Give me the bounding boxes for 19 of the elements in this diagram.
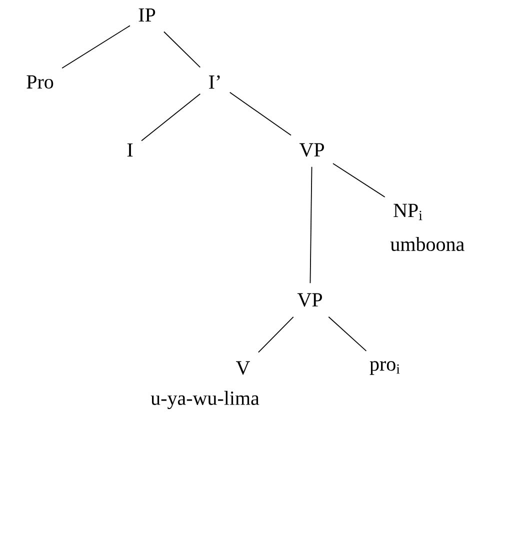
tree-branch (310, 166, 312, 284)
tree-branch (141, 93, 201, 142)
tree-branch (62, 25, 130, 69)
tree-label: I (127, 143, 133, 157)
tree-label: I’ (209, 75, 220, 89)
word-label: u-ya-wu-lima (150, 390, 260, 410)
word-label: umboona (390, 236, 464, 252)
tree-branch (332, 163, 386, 198)
tree-label: pro$_{i}$ (370, 361, 400, 375)
tree-branch (328, 316, 367, 352)
tree-label: V (236, 361, 250, 375)
tree-label: VP (299, 143, 324, 157)
tree-branch (258, 316, 294, 353)
tree-label: IP (138, 8, 156, 22)
tree-label: NP$_{i}$ (394, 204, 422, 220)
tree-branch (229, 92, 292, 136)
tree-label: VP (297, 293, 322, 307)
tree-label: Pro (26, 75, 54, 89)
tree-branch (164, 31, 201, 68)
